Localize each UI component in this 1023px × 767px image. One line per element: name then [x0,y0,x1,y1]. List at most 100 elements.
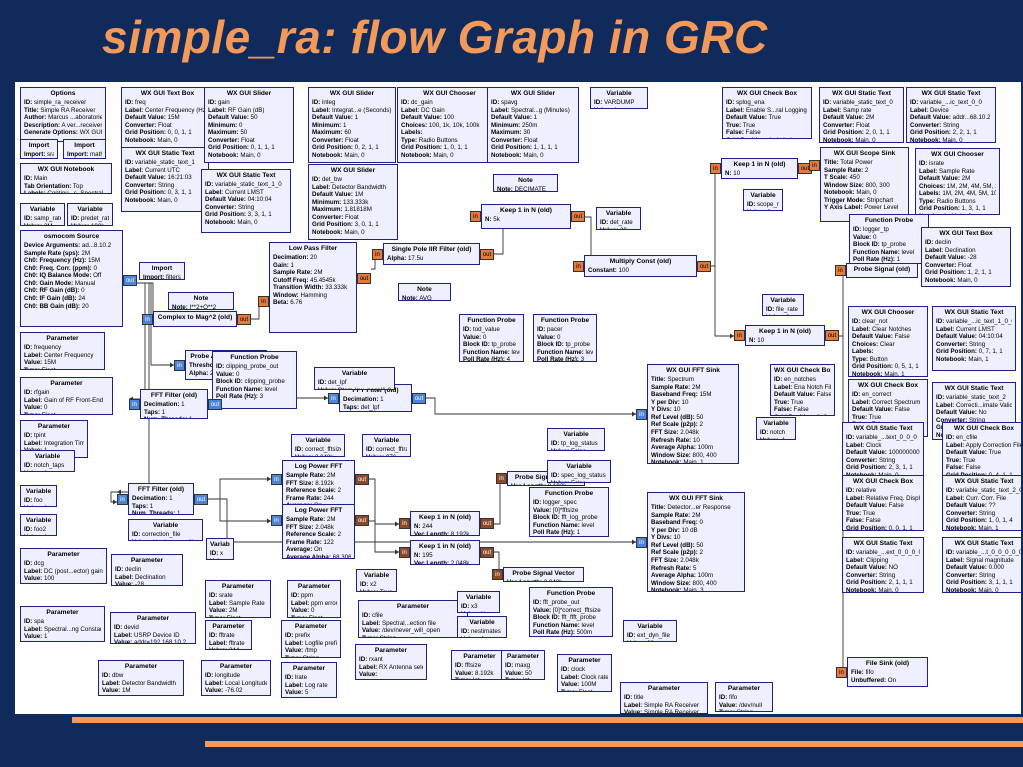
input-port[interactable]: in [117,493,128,505]
output-port[interactable]: out [697,260,711,272]
input-port[interactable]: in [636,536,647,548]
input-port[interactable]: in [809,160,820,172]
output-port[interactable]: out [571,211,585,222]
input-port[interactable]: in [399,547,410,558]
output-port[interactable]: out [480,547,494,558]
output-port[interactable]: out [123,274,137,286]
flow-block-keep1-5k[interactable]: Keep 1 in N (old)N: 5k [481,204,571,229]
input-port[interactable]: in [328,392,339,404]
flow-block-probe-signal[interactable]: Probe Signal (old) [846,263,918,278]
input-port[interactable]: in [174,359,185,371]
output-port[interactable]: out [480,248,494,260]
input-port[interactable]: in [142,313,153,325]
input-port[interactable]: in [271,515,282,526]
flow-block-keep1-10a[interactable]: Keep 1 in N (old)N: 10 [721,158,798,179]
flow-block-keep1-10b[interactable]: Keep 1 in N (old)N: 10 [745,325,825,346]
input-port[interactable]: in [835,265,846,276]
output-port[interactable]: out [355,473,369,485]
output-port[interactable]: out [480,518,494,529]
input-port[interactable]: in [372,248,383,260]
output-port[interactable]: out [357,272,371,284]
input-port[interactable]: in [496,473,507,484]
input-port[interactable]: in [573,260,584,272]
output-port[interactable]: out [355,515,369,526]
input-port[interactable]: in [271,473,282,485]
input-port[interactable]: in [836,666,847,678]
output-port[interactable]: out [194,493,208,505]
input-port[interactable]: in [636,408,647,420]
input-port[interactable]: in [399,518,410,529]
input-port[interactable]: in [492,569,503,580]
output-port[interactable]: out [237,313,251,325]
input-port[interactable]: in [258,295,269,307]
flow-block-mult-const[interactable]: Multiply Const (old)Constant: 100 [584,255,697,277]
input-port[interactable]: in [710,163,721,174]
input-port[interactable]: in [129,398,140,410]
input-port[interactable]: in [470,211,481,222]
output-port[interactable]: out [825,330,839,341]
input-port[interactable]: in [734,330,745,341]
